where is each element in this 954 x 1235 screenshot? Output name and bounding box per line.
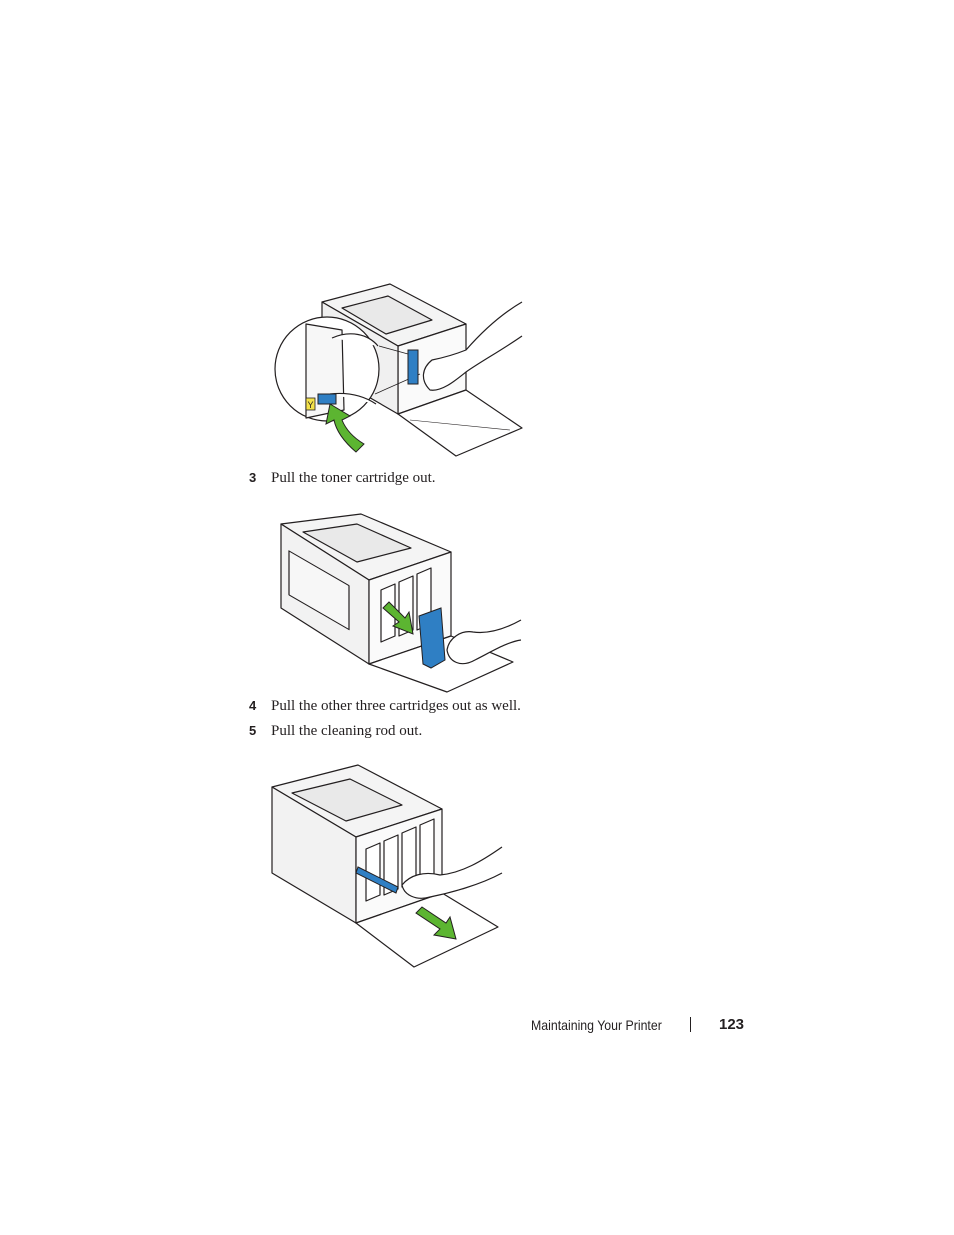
printer-door	[355, 892, 499, 968]
footer-section-title: Maintaining Your Printer	[531, 1017, 662, 1033]
printer-illustration-remove-cleaning-rod	[271, 764, 503, 968]
step-5-number: 5	[249, 723, 257, 738]
hand	[446, 619, 522, 665]
green-arrow	[325, 403, 365, 453]
cartridge-lever	[407, 349, 419, 385]
callout-label: Y	[307, 400, 313, 410]
green-arrow	[415, 906, 457, 940]
step-3-text: Pull the toner cartridge out.	[271, 470, 436, 486]
step-4: 4 Pull the other three cartridges out as …	[249, 697, 521, 715]
printer-door	[397, 389, 523, 457]
printer-illustration-release-lever: Y	[274, 283, 523, 457]
page-number: 123	[719, 1016, 745, 1033]
step-3-number: 3	[249, 470, 257, 485]
step-3: 3 Pull the toner cartridge out.	[249, 469, 436, 487]
step-4-number: 4	[249, 698, 257, 713]
printer-illustration-remove-cartridge	[280, 513, 522, 693]
step-5: 5 Pull the cleaning rod out.	[249, 722, 422, 740]
toner-cartridge	[418, 607, 446, 669]
green-arrow	[382, 601, 414, 635]
hand	[401, 846, 503, 899]
hand	[422, 301, 523, 391]
step-4-text: Pull the other three cartridges out as w…	[271, 698, 521, 714]
cleaning-rod	[355, 866, 399, 894]
footer-divider	[690, 1017, 691, 1032]
step-5-text: Pull the cleaning rod out.	[271, 723, 423, 739]
